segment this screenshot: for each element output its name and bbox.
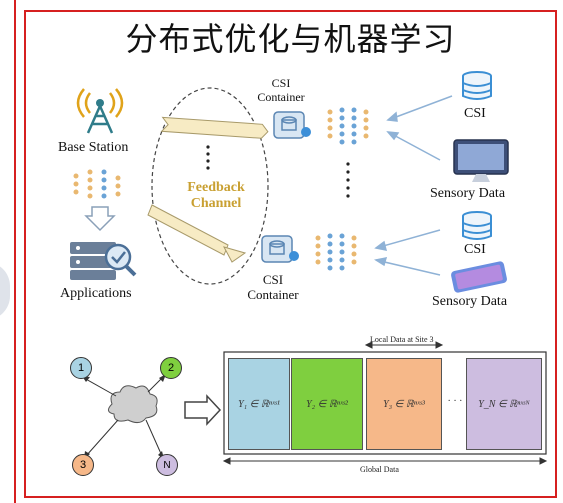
blocks-ellipsis: · · · — [447, 396, 463, 407]
ellipsis-dots-middle — [346, 162, 350, 198]
local-data-label: Local Data at Site 3 — [370, 335, 434, 344]
feedback-channel-ellipse — [151, 87, 269, 285]
feedback-channel-label: Feedback Channel — [187, 180, 245, 211]
csi-label-bottom: CSI — [464, 242, 486, 257]
ellipsis-dots — [206, 145, 210, 170]
csi-container-label-bottom: CSI Container — [247, 272, 299, 302]
node-1: 1 — [70, 357, 92, 379]
left-panel-edge — [0, 0, 16, 503]
applications-icon — [70, 242, 137, 280]
data-block-2: Y₂ ∈ ℝⁿˣˢ² — [291, 358, 363, 450]
page-title: 分布式优化与机器学习 — [125, 20, 456, 58]
node-n: N — [156, 454, 178, 476]
feedback-arrow-top — [160, 116, 269, 139]
neural-network-icon-top — [327, 107, 369, 145]
database-icon-top — [462, 71, 492, 100]
applications-label: Applications — [60, 286, 132, 301]
tower-icon — [76, 88, 124, 134]
neural-network-icon — [73, 169, 121, 199]
data-block-n: Y_N ∈ ℝⁿˣˢᴺ — [466, 358, 542, 450]
node-3: 3 — [72, 454, 94, 476]
data-block-3: Y₃ ∈ ℝⁿˣˢ³ — [366, 358, 442, 450]
network-graph — [82, 374, 166, 459]
sensory-data-label-top: Sensory Data — [430, 186, 506, 201]
global-data-arrow — [222, 457, 548, 465]
database-icon-bottom — [462, 211, 492, 240]
neural-network-icon-bottom — [315, 233, 357, 271]
transform-arrow-icon — [184, 394, 222, 426]
phone-icon — [451, 261, 507, 293]
input-arrows — [374, 95, 453, 276]
local-data-arrow — [364, 341, 444, 349]
global-data-frame — [223, 351, 547, 455]
csi-label-top: CSI — [464, 106, 486, 121]
node-2: 2 — [160, 357, 182, 379]
feedback-arrow-bottom — [147, 204, 229, 256]
global-data-label: Global Data — [360, 465, 399, 474]
csi-container-icon-top — [273, 111, 311, 139]
monitor-icon — [453, 139, 509, 182]
data-block-1: Y₁ ∈ ℝⁿˣˢ¹ — [228, 358, 290, 450]
left-panel-handle — [0, 262, 10, 320]
csi-container-icon-bottom — [261, 235, 299, 263]
csi-container-label-top: CSI Container — [257, 76, 305, 104]
base-station-label: Base Station — [58, 140, 129, 155]
sensory-data-label-bottom: Sensory Data — [432, 294, 508, 309]
down-arrow-icon — [84, 206, 116, 232]
